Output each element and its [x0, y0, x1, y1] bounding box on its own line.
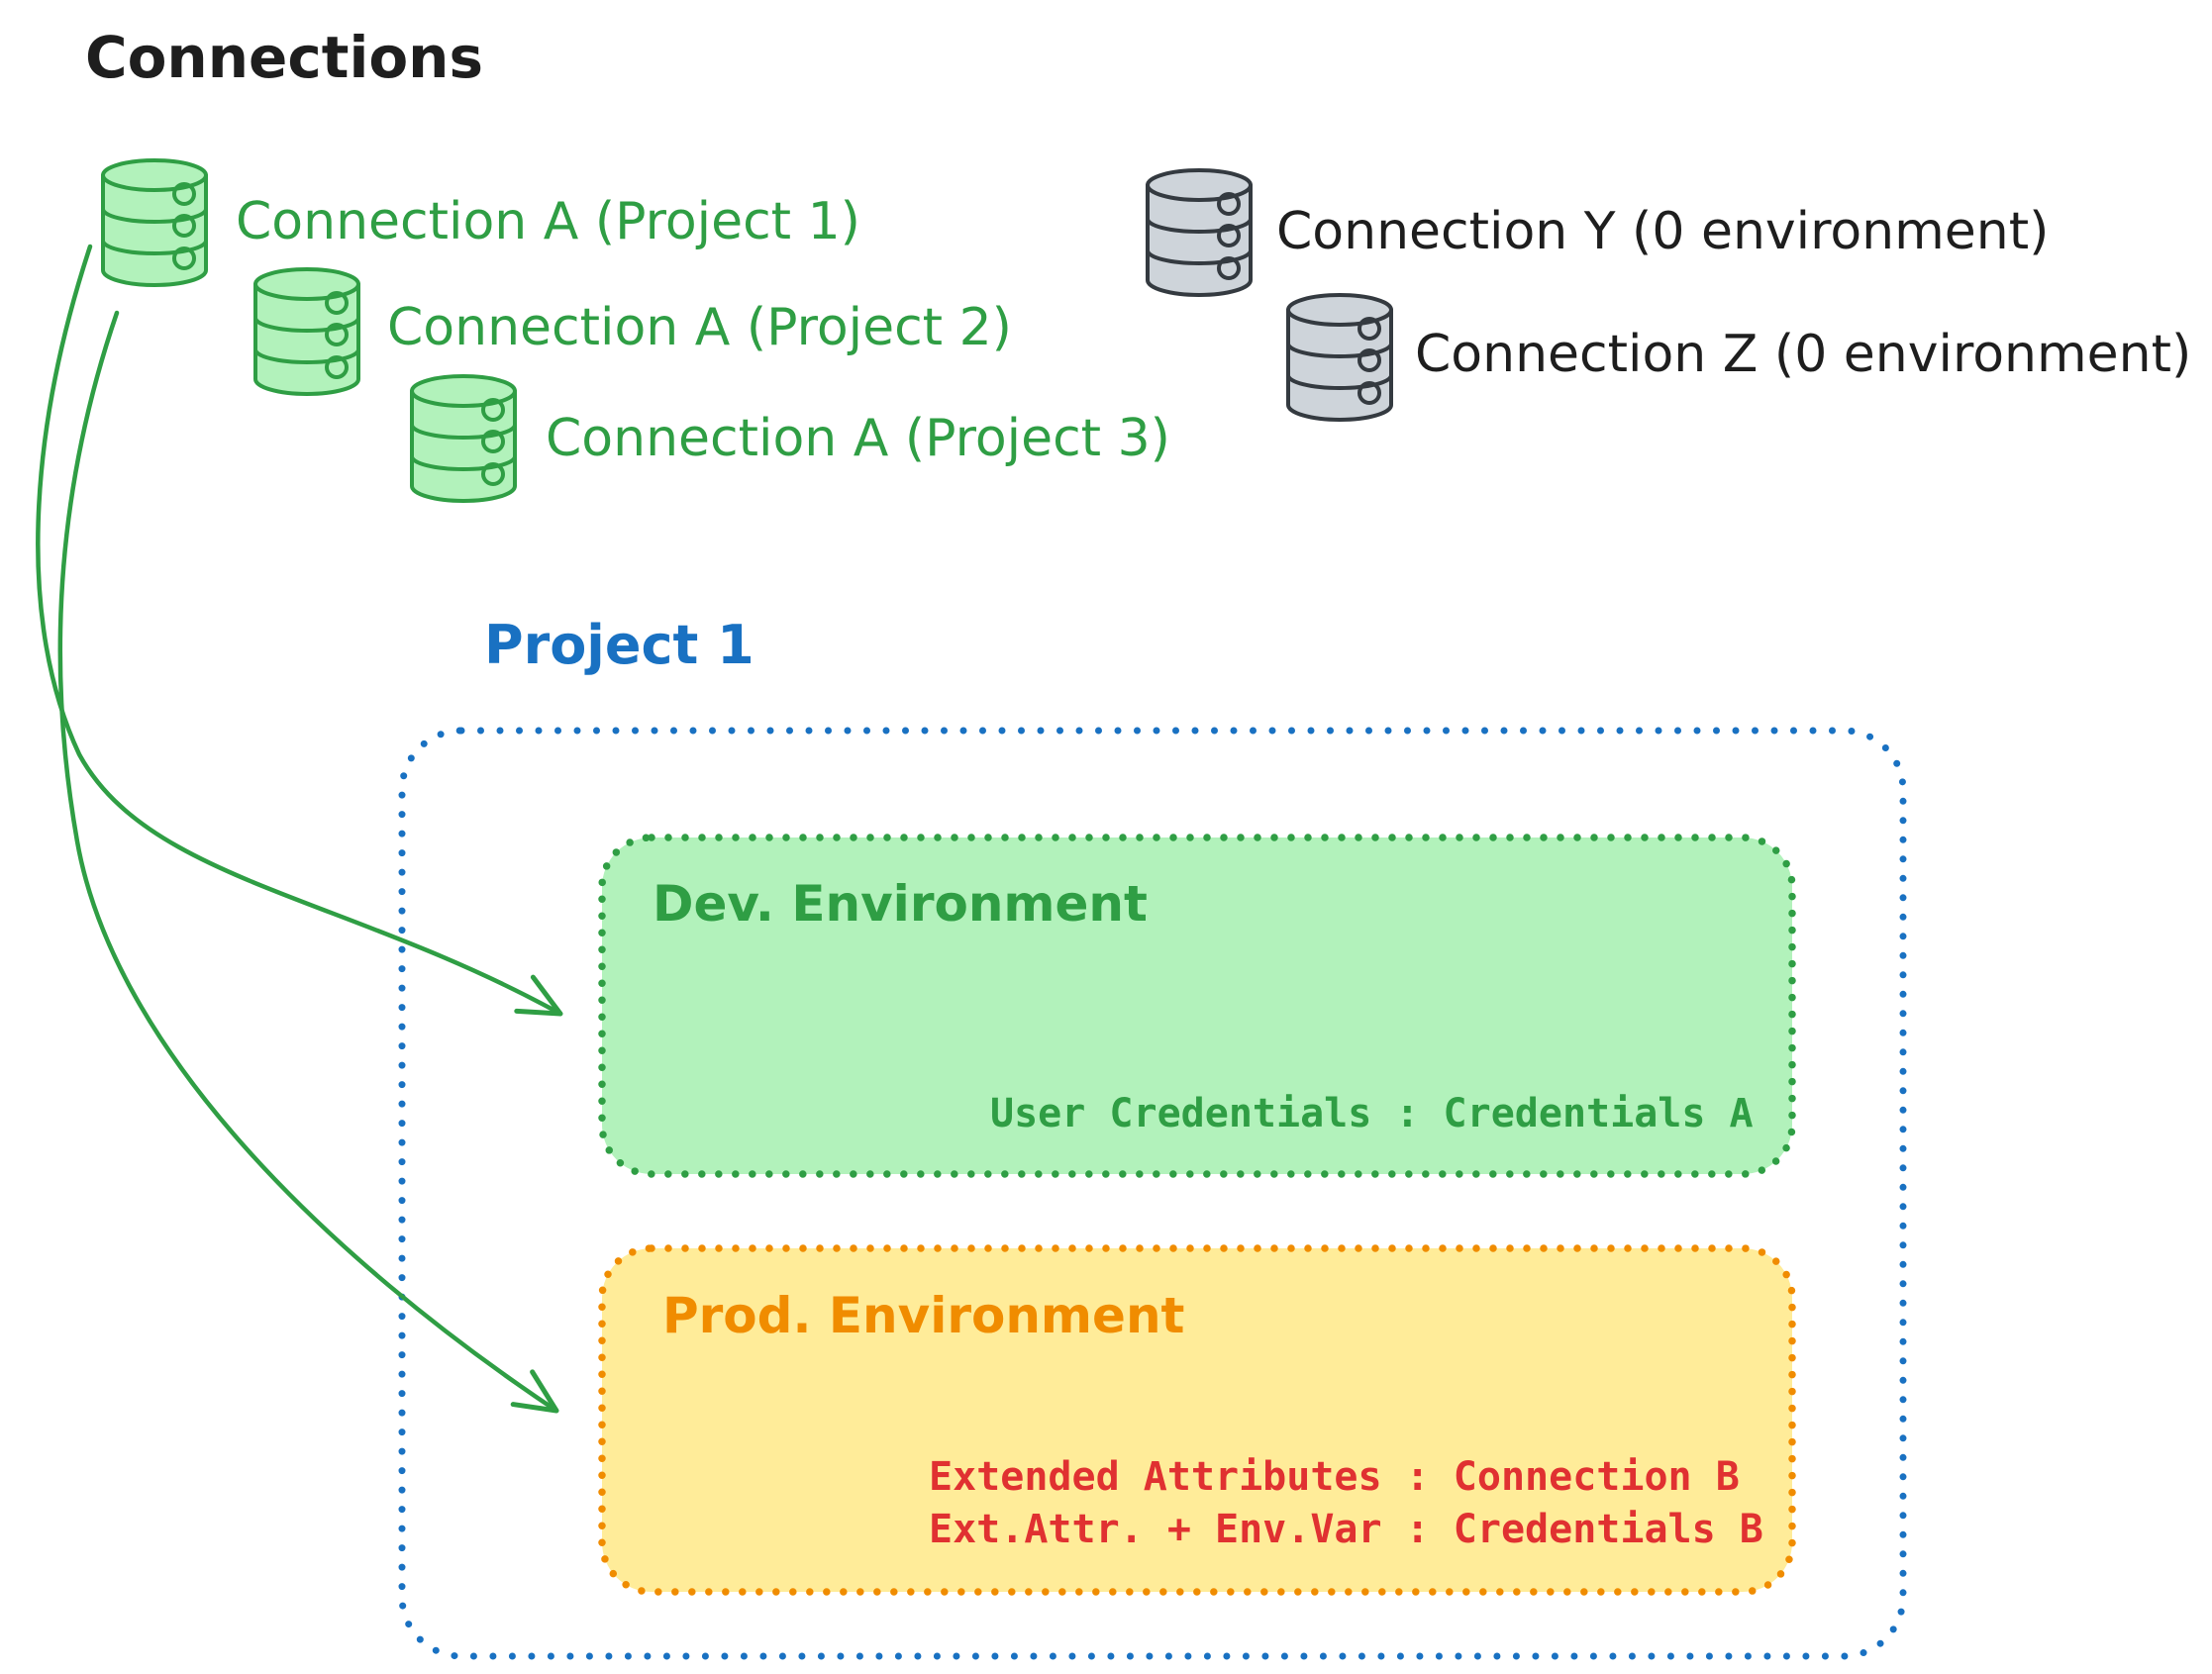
- dev-environment-box: [598, 834, 1796, 1178]
- database-icon: [103, 160, 206, 285]
- connection-a-project2-label: Connection A (Project 2): [387, 298, 1012, 357]
- database-icon: [1288, 295, 1391, 420]
- dev-environment-title: Dev. Environment: [653, 875, 1148, 933]
- prod-environment-title: Prod. Environment: [662, 1287, 1185, 1344]
- connection-a-project1-label: Connection A (Project 1): [236, 192, 860, 251]
- dev-credentials-mapping: User Credentials : Credentials A: [990, 1091, 1754, 1136]
- project1-container-box: [398, 727, 1907, 1660]
- arrow-connection-a-to-dev: [36, 244, 563, 1017]
- database-icon: [1148, 170, 1251, 295]
- arrow-connection-a-to-prod: [57, 310, 559, 1414]
- connection-z-label: Connection Z (0 environment): [1415, 325, 2192, 384]
- connection-a-project3-label: Connection A (Project 3): [546, 409, 1170, 468]
- prod-mapping-extended-attributes: Extended Attributes : Connection B: [929, 1454, 1740, 1500]
- prod-environment-box: [598, 1244, 1796, 1596]
- database-icon: [255, 269, 358, 394]
- page-title: Connections: [85, 24, 483, 91]
- prod-mapping-ext-attr-env-var: Ext.Attr. + Env.Var : Credentials B: [929, 1507, 1763, 1552]
- connection-y-label: Connection Y (0 environment): [1276, 202, 2050, 261]
- prod-credentials-mappings: Extended Attributes : Connection B Ext.A…: [929, 1451, 1763, 1556]
- project1-title: Project 1: [484, 614, 754, 676]
- database-icon: [412, 376, 515, 501]
